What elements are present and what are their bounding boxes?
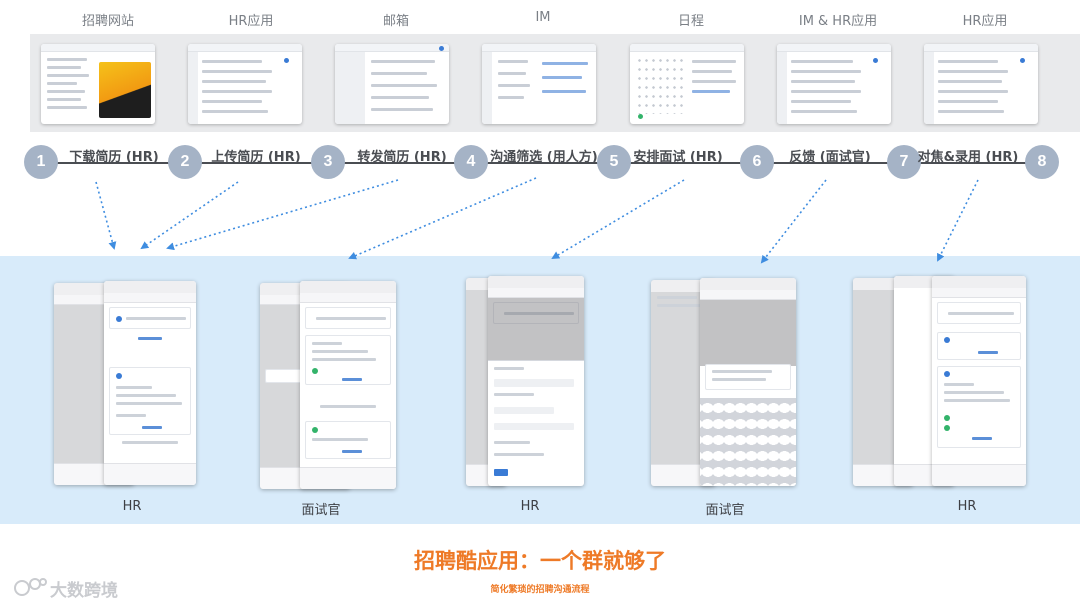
step-label-5: 安排面试 (HR) [608,146,748,165]
arrow-step2 [142,182,238,248]
step-label-3: 转发简历 (HR) [332,146,472,165]
system-label-mail: 邮箱 [336,10,456,29]
im-screenshot [482,44,596,124]
hr-app-screenshot [188,44,302,124]
phone-screen-chat [300,281,396,489]
arrow-step5 [553,180,684,258]
calendar-screenshot [630,44,744,124]
role-label-hr-2: HR [490,499,570,514]
role-label-interviewer-2: 面试官 [685,499,765,518]
im-hr-app-screenshot [777,44,891,124]
role-label-hr-3: HR [927,499,1007,514]
step-label-4: 沟通筛选 (用人方) [474,146,614,165]
mail-screenshot [335,44,449,124]
system-label-hr-app: HR应用 [191,10,311,29]
recruit-site-screenshot [41,44,155,124]
watermark-logo-icon [12,574,48,600]
step-label-7: 对焦&录用 (HR) [898,146,1038,165]
phone-screen-offer [932,276,1026,486]
arrow-step7 [938,180,978,260]
system-label-recruit-site: 招聘网站 [48,10,168,29]
phone-screen-schedule-modal [488,276,584,486]
hr-app-screenshot-2 [924,44,1038,124]
role-label-interviewer-1: 面试官 [281,499,361,518]
arrow-step6 [762,180,826,262]
phone-screen-chat [104,281,196,485]
arrow-step4 [350,178,536,258]
system-label-calendar: 日程 [631,10,751,29]
system-label-im: IM [483,10,603,25]
phone-screen-feedback-input [700,278,796,486]
system-label-hr-app-2: HR应用 [925,10,1045,29]
step-label-2: 上传简历 (HR) [186,146,326,165]
subtitle: 简化繁琐的招聘沟通流程 [480,582,600,595]
arrow-step1 [96,182,114,248]
step-label-1: 下载简历 (HR) [44,146,184,165]
arrow-step3 [168,180,398,248]
role-label-hr-1: HR [92,499,172,514]
step-label-6: 反馈 (面试官) [760,146,900,165]
system-label-im-hr-app: IM & HR应用 [778,10,898,29]
main-title: 招聘酷应用：一个群就够了 [360,545,720,575]
watermark-text: 大数跨境 [50,576,118,601]
system-labels: 招聘网站 HR应用 邮箱 IM 日程 IM & HR应用 HR应用 [0,10,1080,30]
